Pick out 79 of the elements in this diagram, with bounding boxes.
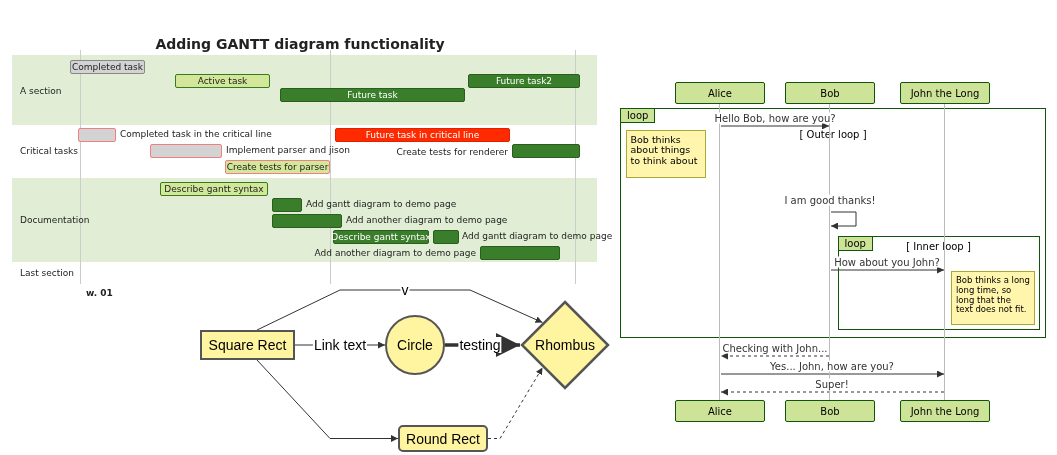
circle-node <box>385 315 445 375</box>
arrow <box>720 388 945 396</box>
task-bar <box>175 74 270 88</box>
edge-label: testing <box>458 337 502 353</box>
task-label: Implement parser and jison <box>226 145 350 155</box>
node-label: Round Rect <box>406 430 480 447</box>
edge-label: Hello Bob, how are you? <box>713 112 837 124</box>
task-label: Future task in critical line <box>365 130 480 140</box>
actor-name: Bob <box>820 405 840 417</box>
node-label: Square Rect <box>208 337 287 353</box>
task-bar <box>272 214 342 228</box>
lifeline <box>719 104 721 400</box>
note-box <box>625 129 706 178</box>
task-label: Add another diagram to demo page <box>346 215 508 225</box>
task-label: Add gantt diagram to demo page <box>306 199 457 209</box>
task-label: Future task2 <box>495 76 553 86</box>
task-label: Create tests for parser <box>226 162 329 172</box>
task-label: Completed task in the critical line <box>120 129 272 139</box>
edge-label: Super! <box>814 378 850 390</box>
arrow <box>720 352 830 360</box>
edge-label: How about you John? <box>833 256 941 268</box>
chart-title: Adding GANTT diagram functionality <box>155 36 445 52</box>
actor-name: John the Long <box>910 405 980 417</box>
edge-label: I am good thanks! <box>783 194 877 206</box>
actor-name: Bob <box>820 87 840 99</box>
arrow <box>487 367 543 439</box>
section-label: Last section <box>20 268 75 278</box>
task-label: Active task <box>197 76 248 86</box>
task-bar <box>468 74 580 88</box>
note-text: Bob thinks about things to think about <box>630 133 698 167</box>
node-label: Circle <box>397 337 433 353</box>
edge-label: Yes... John, how are you? <box>769 360 895 372</box>
arrow <box>720 122 830 130</box>
lifeline <box>944 104 946 400</box>
section-label: Documentation <box>20 215 90 225</box>
node-label: Rhombus <box>535 337 595 353</box>
task-bar <box>160 182 268 196</box>
task-bar <box>150 144 222 158</box>
task-bar <box>480 246 560 260</box>
loop-tab: loop <box>838 236 873 251</box>
loop-tab: loop <box>621 109 656 123</box>
section-label: Critical tasks <box>20 146 78 156</box>
actor-box <box>675 400 765 422</box>
edge-label: Link text <box>312 337 368 353</box>
section-label: A section <box>20 86 62 96</box>
arrow <box>256 359 399 442</box>
arrow <box>256 289 543 331</box>
arrow <box>830 211 857 230</box>
edge-label: Checking with John... <box>721 342 829 354</box>
actor-box <box>675 82 765 104</box>
note-box <box>951 271 1035 325</box>
task-label: Add another diagram to demo page <box>314 248 476 258</box>
actor-name: Alice <box>707 405 733 417</box>
task-bar <box>512 144 580 158</box>
arrow <box>830 266 945 274</box>
process-box <box>200 330 295 360</box>
task-label: Completed task <box>72 62 143 72</box>
actor-box <box>900 400 990 422</box>
arrow <box>720 370 945 378</box>
axis-tick-label: w. 01 <box>86 288 113 298</box>
task-label: Future task <box>347 90 398 100</box>
rounded-box <box>398 425 488 452</box>
task-bar <box>78 128 116 142</box>
actor-box <box>785 400 875 422</box>
actor-name: John the Long <box>910 87 980 99</box>
task-bar <box>433 230 459 244</box>
loop-condition: [ Outer loop ] <box>797 129 869 140</box>
decision-diamond <box>520 300 610 390</box>
actor-name: Alice <box>707 87 733 99</box>
loop-condition: [ Inner loop ] <box>904 240 973 252</box>
actor-box <box>900 82 990 104</box>
actor-box <box>785 82 875 104</box>
task-bar <box>335 128 510 142</box>
task-label: Describe gantt syntax <box>164 184 264 194</box>
task-bar <box>280 88 465 102</box>
task-label: Add gantt diagram to demo page <box>462 231 613 241</box>
task-bar <box>272 198 302 212</box>
task-label: Create tests for renderer <box>396 147 508 157</box>
note-text: Bob thinks a long long time, so long that the text does not fit. <box>956 275 1030 315</box>
